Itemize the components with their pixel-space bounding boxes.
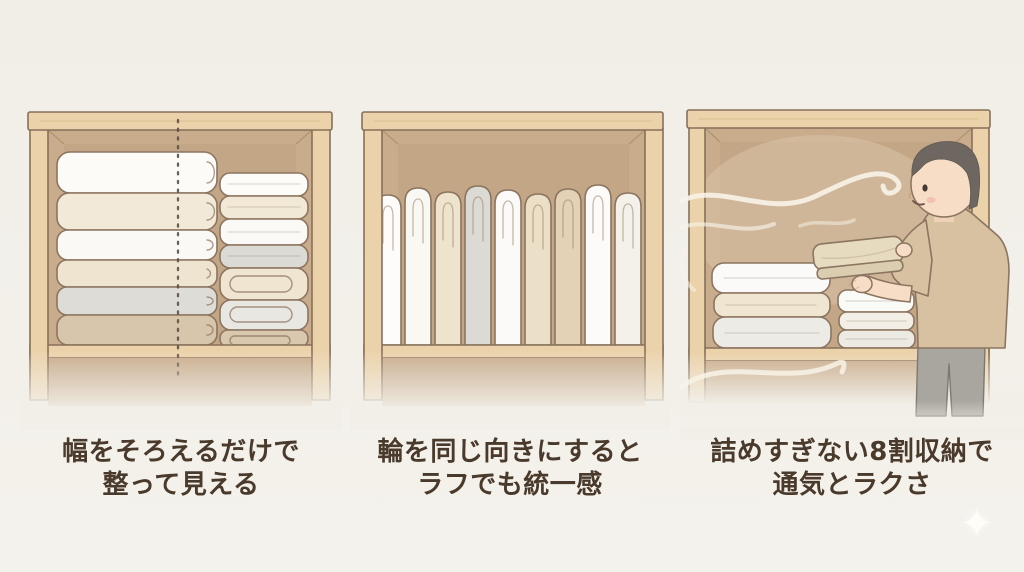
towel-stack-right bbox=[219, 172, 309, 348]
person-hand bbox=[851, 274, 873, 294]
bottom-fade bbox=[350, 350, 670, 430]
airflow-swirls bbox=[680, 171, 902, 391]
person-hand bbox=[895, 242, 913, 258]
person-blush bbox=[926, 197, 936, 203]
person-mouth bbox=[912, 200, 925, 206]
towel-stack-left bbox=[56, 151, 218, 346]
panel2-caption: 輪を同じ向きにすると ラフでも統一感 bbox=[350, 436, 670, 502]
caption-line: ラフでも統一感 bbox=[417, 470, 603, 500]
person-hair bbox=[911, 141, 981, 210]
bottom-fade bbox=[20, 350, 342, 430]
person-eye bbox=[922, 184, 928, 192]
panel1-illustration bbox=[20, 111, 342, 430]
panel3-illustration bbox=[680, 109, 1024, 440]
caption-line: 詰めすぎない8割収納で bbox=[710, 437, 994, 467]
caption-line: 幅をそろえるだけで bbox=[62, 437, 300, 467]
panel3-caption: 詰めすぎない8割収納で 通気とラクさ bbox=[680, 436, 1024, 502]
person-nose bbox=[908, 192, 912, 199]
caption-line: 通気とラクさ bbox=[772, 470, 932, 500]
panel1-caption: 幅をそろえるだけで 整って見える bbox=[20, 436, 342, 502]
panel2-illustration bbox=[350, 111, 670, 430]
vertical-towel-row bbox=[374, 184, 642, 346]
person bbox=[812, 141, 1010, 417]
panel-loops-same-direction: 輪を同じ向きにすると ラフでも統一感 bbox=[350, 100, 670, 540]
panel-align-width: 幅をそろえるだけで 整って見える bbox=[20, 100, 342, 540]
panel-eighty-percent-storage: 詰めすぎない8割収納で 通気とラクさ bbox=[680, 100, 1024, 540]
bottom-fade bbox=[680, 400, 1024, 440]
caption-line: 整って見える bbox=[102, 470, 260, 500]
caption-line: 輪を同じ向きにすると bbox=[377, 437, 643, 467]
shelf-towel-stacks bbox=[711, 262, 916, 349]
